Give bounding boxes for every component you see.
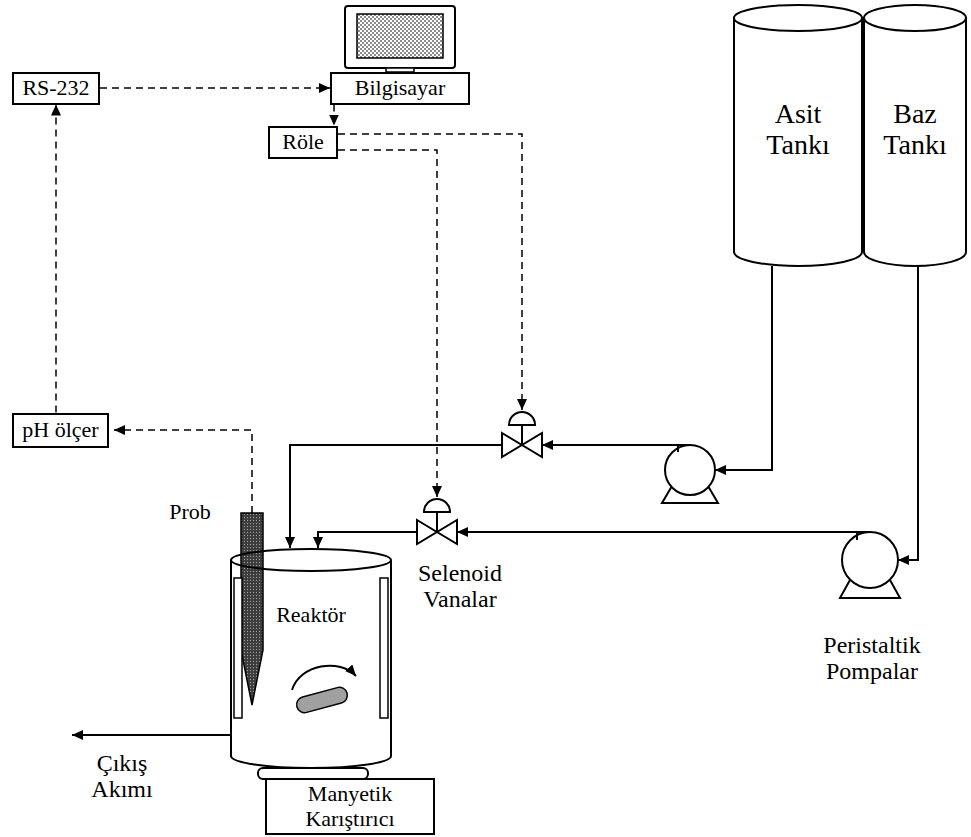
stir-bar xyxy=(295,686,349,715)
text-group: Röle xyxy=(282,130,324,154)
text-group: Asit Tankı xyxy=(733,99,863,161)
interface-box: RS-232 xyxy=(12,72,100,105)
pump-symbol xyxy=(665,445,715,495)
outlet-stream xyxy=(72,734,230,736)
monitor-screen xyxy=(357,14,443,58)
base-tank: Baz Tankı xyxy=(863,4,967,266)
outlet-label: Çıkış Akımı xyxy=(67,750,177,803)
flow-arrow xyxy=(542,440,553,450)
stirrer-box: Manyetik Karıştırıcı xyxy=(265,778,435,835)
baffle xyxy=(380,578,388,718)
pump-symbol xyxy=(842,532,898,588)
tank-body xyxy=(864,18,966,266)
probe-label: Prob xyxy=(155,500,225,524)
control-signal-line xyxy=(338,134,522,410)
pump-outlet xyxy=(678,445,690,452)
ph-meter-box: pH ölçer xyxy=(12,413,109,448)
text-group: pH ölçer xyxy=(22,418,98,442)
vessel-rim xyxy=(231,549,391,571)
connector-group xyxy=(56,88,918,560)
valve-label: Selenoid Vanalar xyxy=(398,560,522,613)
valve-stem xyxy=(521,425,523,445)
pump-outlet xyxy=(857,532,870,540)
flow-arrow xyxy=(715,465,726,475)
text-group: Bilgisayar xyxy=(355,76,445,100)
text-group: Baz Tankı xyxy=(863,99,967,161)
node-text: Asit Tankı xyxy=(748,99,848,161)
flow-arrow xyxy=(898,555,909,565)
relay-box: Röle xyxy=(268,126,338,159)
acid-tank: Asit Tankı xyxy=(733,4,863,266)
computer-box: Bilgisayar xyxy=(330,72,470,105)
node-text: Baz Tankı xyxy=(867,99,963,161)
node-text: Reaktör xyxy=(241,603,381,627)
text-group: RS-232 xyxy=(22,76,89,100)
baffle xyxy=(234,578,242,718)
tank-body xyxy=(734,18,862,266)
text-group: Manyetik Karıştırıcı xyxy=(275,782,425,830)
ph-probe xyxy=(241,513,263,705)
valve-actuator xyxy=(509,412,535,425)
vessel-wall xyxy=(231,560,391,768)
node-text: RS-232 xyxy=(22,76,89,100)
node-text: pH ölçer xyxy=(22,418,98,442)
reactor-vessel: Reaktör xyxy=(230,548,392,768)
tank-top xyxy=(734,5,862,31)
text-group: Reaktör xyxy=(230,603,392,627)
rotation-arrow xyxy=(292,666,356,690)
valve-stem xyxy=(436,512,438,532)
pump-label: Peristaltik Pompalar xyxy=(797,632,947,685)
node-text: Manyetik Karıştırıcı xyxy=(275,782,425,830)
solenoid-valve-symbol xyxy=(417,520,457,544)
pipe-connector xyxy=(318,266,918,560)
valve-actuator xyxy=(424,499,450,512)
solenoid-valve-symbol xyxy=(502,433,542,457)
node-text: Röle xyxy=(282,130,324,154)
pipe-connector xyxy=(290,266,772,548)
flow-arrow xyxy=(457,527,468,537)
signal-connector xyxy=(100,87,330,89)
tank-top xyxy=(864,5,966,31)
signal-connector xyxy=(55,105,57,413)
monitor-symbol xyxy=(345,6,455,68)
vessel-outline xyxy=(230,548,392,768)
control-signal-line xyxy=(338,150,437,497)
signal-connector xyxy=(333,105,335,126)
node-text: Bilgisayar xyxy=(355,76,445,100)
